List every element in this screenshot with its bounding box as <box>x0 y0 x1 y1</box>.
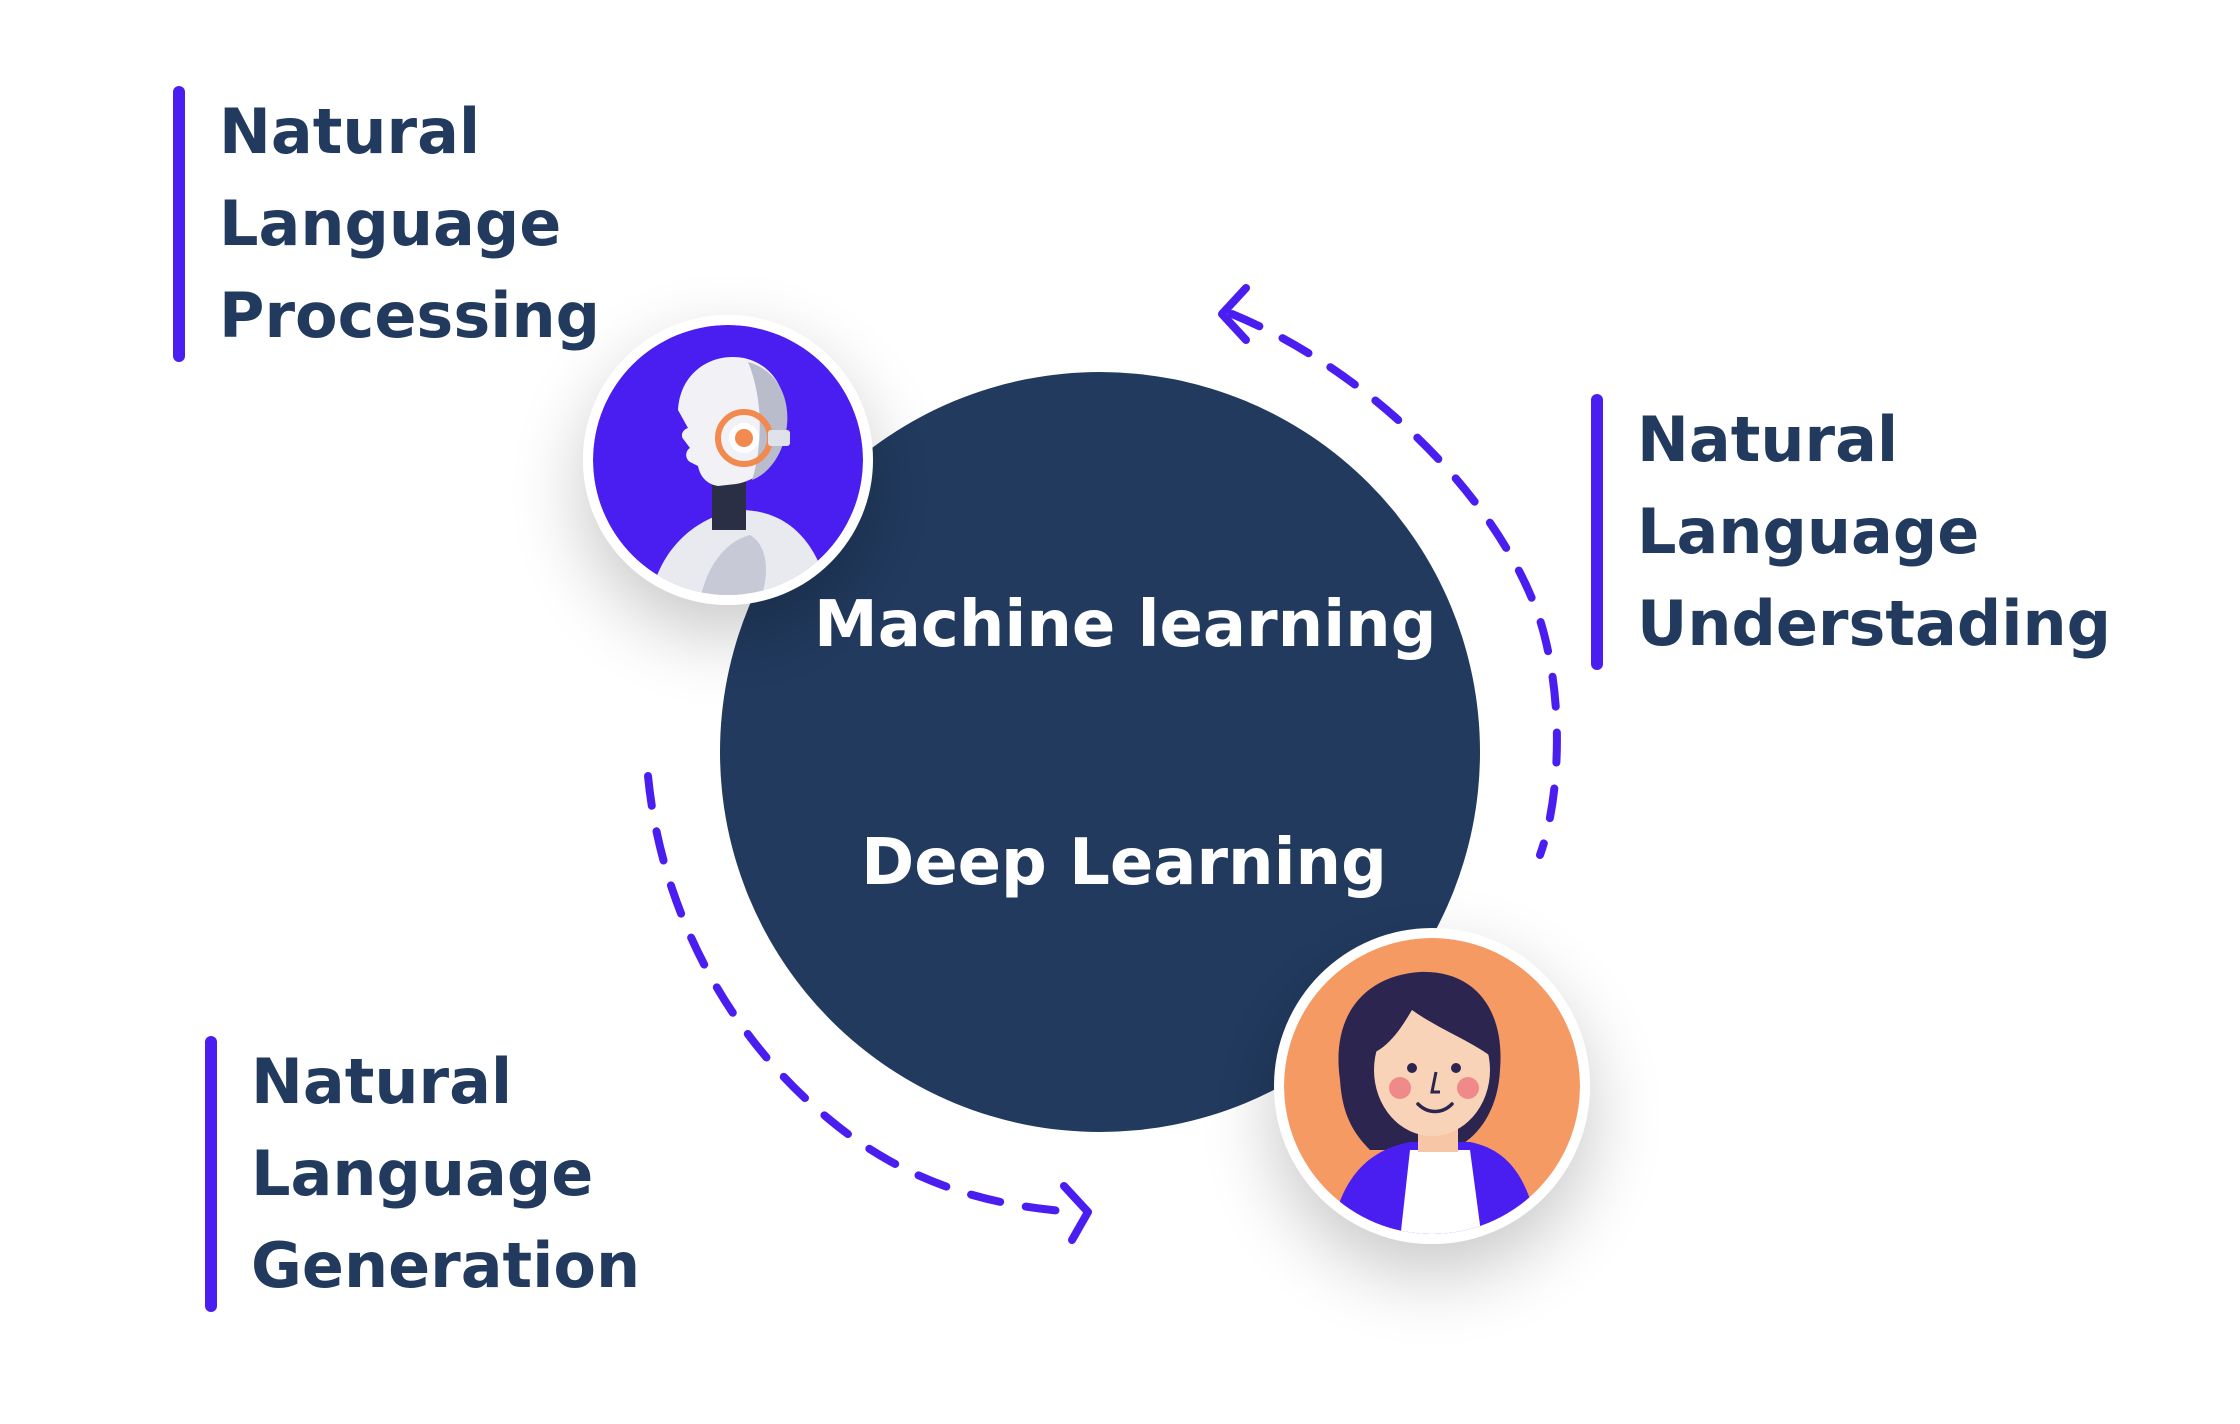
label-nlg: Natural Language Generation <box>205 1036 640 1312</box>
person-avatar <box>1274 928 1590 1244</box>
robot-avatar-icon <box>593 325 863 595</box>
dashed-arrow-icon <box>1060 1182 1092 1244</box>
label-nlp-line1: Natural <box>219 95 481 168</box>
person-avatar-icon <box>1284 938 1580 1234</box>
accent-bar <box>1591 394 1603 670</box>
dashed-arrow-icon <box>1218 284 1250 344</box>
accent-bar <box>205 1036 217 1312</box>
label-nlp-line3: Processing <box>219 279 600 352</box>
dashed-arrow-bottom <box>644 772 1092 1244</box>
label-nlu: Natural Language Understading <box>1591 394 2111 670</box>
label-nlu-line2: Language <box>1637 495 1980 568</box>
core-text-deep-learning: Deep Learning <box>861 826 1387 900</box>
label-nlp: Natural Language Processing <box>173 86 600 362</box>
label-nlg-line1: Natural <box>251 1045 513 1118</box>
dashed-arrow-top <box>1218 284 1561 859</box>
robot-avatar <box>583 315 873 605</box>
accent-bar <box>173 86 185 362</box>
label-nlu-line1: Natural <box>1637 403 1899 476</box>
label-nlu-line3: Understading <box>1637 587 2112 660</box>
core-text-machine-learning: Machine learning <box>814 588 1437 662</box>
label-nlg-line2: Language <box>251 1137 594 1210</box>
core-circle <box>720 372 1480 1132</box>
label-nlg-line3: Generation <box>251 1229 641 1302</box>
label-nlp-line2: Language <box>219 187 562 260</box>
